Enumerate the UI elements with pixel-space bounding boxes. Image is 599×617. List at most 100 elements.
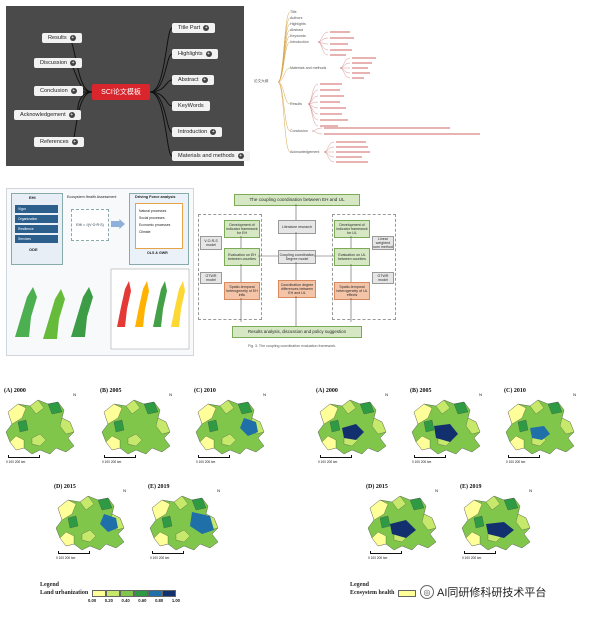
scale-text: 0 100 200 km (506, 460, 526, 464)
scale-bar (104, 455, 136, 458)
outline-item-introduction: Introduction (290, 40, 309, 44)
map-label: (B) 2005 (100, 388, 122, 394)
map-label: (C) 2010 (504, 388, 526, 394)
factor-climate: Climate (139, 230, 151, 234)
map-right-d: (D) 2015 N 0 100 200 km (366, 484, 442, 564)
linear-weighted-box: Linear weighted sum method (372, 236, 394, 250)
vigor-bar: Vigor (15, 205, 58, 213)
ols-gwr-label: OLS & GWR (147, 251, 168, 255)
map-label: (D) 2015 (54, 484, 76, 490)
plus-icon: + (201, 76, 208, 83)
plus-icon: + (237, 152, 244, 159)
framework-panel: The coupling coordination between EH and… (196, 188, 396, 354)
outline-item-highlights: Highlights (290, 22, 306, 26)
eh-indicator-box: Development of indicator framework for E… (224, 220, 260, 238)
outline-item-keywords: Keywords (290, 34, 306, 38)
plus-icon: + (71, 138, 78, 145)
map-right-a: (A) 2000 N 0 100 200 km (316, 388, 392, 468)
scale-text: 0 100 200 km (56, 556, 76, 560)
wechat-icon: ◎ (420, 585, 434, 599)
assessment-title: Ecosystem Health Assessment (67, 195, 117, 199)
right-dashed-group (332, 214, 396, 320)
legend-sub-left: Land urbanization (40, 590, 89, 596)
ul-indicator-box: Development of indicator framework for U… (334, 220, 370, 238)
outline-item-materials-methods: Materials and methods (290, 66, 327, 70)
outline-tree-panel: 论文大纲 Title Authors Highlights Abstract K… (250, 6, 595, 166)
ul-evaluation-box: Evaluation on UL between counties (334, 248, 370, 266)
arrow-icon (111, 219, 125, 229)
ode-label: ODE (29, 247, 38, 252)
map-right-e: (E) 2019 N 0 100 200 km (460, 484, 536, 564)
outline-subitems (320, 31, 480, 163)
north-arrow-icon: N (385, 392, 388, 397)
outline-tree-lines (277, 11, 351, 163)
map-label: (D) 2015 (366, 484, 388, 490)
scale-bar (152, 551, 184, 554)
plus-icon: + (203, 24, 210, 31)
left-dashed-group (198, 214, 262, 320)
map-left-c: (C) 2010 N 0 100 200 km (194, 388, 270, 468)
graphic-abstract-panel: EHI Vigor Organization Resilience Servic… (6, 188, 194, 356)
mindmap-node-discussion: Discussion+ (34, 58, 83, 68)
scale-bar (414, 455, 446, 458)
watermark: ◎ AI同研修科研技术平台 (420, 584, 546, 600)
mindmap-center-node: SCI论文模板 (92, 84, 150, 100)
plus-icon: + (70, 59, 77, 66)
map-label: (E) 2019 (148, 484, 170, 490)
outline-root: 论文大纲 (254, 79, 269, 83)
north-arrow-icon: N (123, 488, 126, 493)
vors-model-box: V-O-R-S model (200, 236, 222, 250)
graphic-abstract-maps (15, 268, 190, 350)
ehi-label: EHI (29, 195, 36, 200)
mindmap-node-abstract: Abstract+ (172, 75, 214, 85)
driving-factors-box (135, 203, 183, 249)
plus-icon: + (68, 111, 75, 118)
gtwr-right-box: GTWR model (372, 272, 394, 284)
eh-spatiotemporal-box: Spatio-temporal heterogeneity of EH infl… (224, 282, 260, 300)
north-arrow-icon: N (573, 392, 576, 397)
scale-bar (58, 551, 90, 554)
scale-bar (8, 455, 40, 458)
scale-text: 0 100 200 km (102, 460, 122, 464)
north-arrow-icon: N (479, 392, 482, 397)
formula-box: EHI = √(V·O·R·S) (71, 209, 109, 241)
mindmap-node-results: Results+ (42, 33, 82, 43)
results-box: Results analysis, discussion and policy … (232, 326, 362, 338)
gtwr-left-box: GTWR model (200, 272, 222, 284)
map-label: (C) 2010 (194, 388, 216, 394)
ul-spatiotemporal-box: Spatio-temporal heterogeneity of UL effe… (334, 282, 370, 300)
map-label: (A) 2000 (316, 388, 338, 394)
scale-text: 0 100 200 km (6, 460, 26, 464)
mindmap-panel: Results+ Discussion+ Conclusion+ Acknowl… (6, 6, 250, 166)
scale-bar (320, 455, 352, 458)
factor-social: Social processes (139, 216, 165, 220)
mindmap-node-introduction: Introduction+ (172, 127, 223, 137)
scale-text: 0 100 200 km (462, 556, 482, 560)
scale-text: 0 100 200 km (196, 460, 216, 464)
watermark-text: AI同研修科研技术平台 (437, 587, 547, 599)
scale-text: 0 100 200 km (150, 556, 170, 560)
outline-item-acknowledgement: Acknowledgement (290, 150, 320, 154)
plus-icon: + (70, 87, 77, 94)
outline-item-results: Results (290, 102, 302, 106)
mindmap-node-conclusion: Conclusion+ (34, 86, 83, 96)
scale-bar (198, 455, 230, 458)
framework-arrows (240, 204, 352, 326)
scale-text: 0 100 200 km (318, 460, 338, 464)
plus-icon: + (69, 34, 76, 41)
map-left-d: (D) 2015 N 0 100 200 km (54, 484, 130, 564)
scale-bar (464, 551, 496, 554)
legend-sub-right: Ecosystem health (350, 590, 395, 596)
north-arrow-icon: N (217, 488, 220, 493)
mindmap-node-title-part: Title Part+ (172, 23, 216, 33)
north-arrow-icon: N (435, 488, 438, 493)
outline-item-abstract: Abstract (290, 28, 304, 32)
coordination-differences-box: Coordination degree differences between … (278, 280, 316, 298)
map-left-a: (A) 2000 N 0 100 200 km (4, 388, 80, 468)
north-arrow-icon: N (263, 392, 266, 397)
scale-text: 0 100 200 km (368, 556, 388, 560)
map-label: (A) 2000 (4, 388, 26, 394)
framework-caption: Fig. 3. The coupling coordination evalua… (248, 344, 337, 348)
plus-icon: + (205, 50, 212, 57)
